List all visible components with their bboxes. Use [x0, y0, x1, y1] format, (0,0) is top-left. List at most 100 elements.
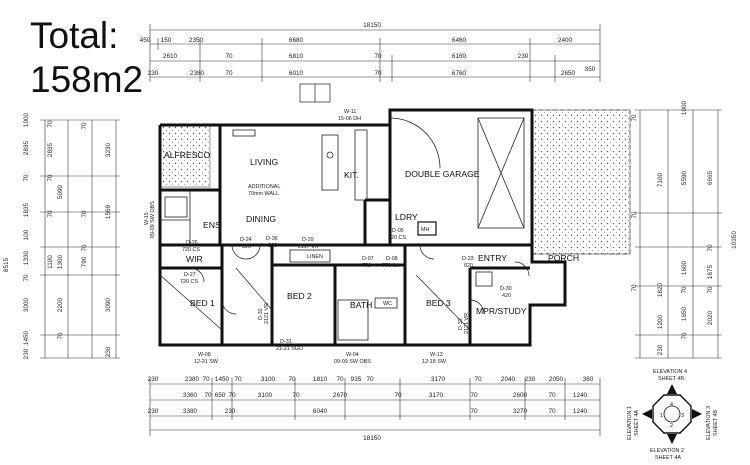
- dim-label: 230: [148, 408, 159, 415]
- door-code: D-26: [186, 240, 198, 246]
- door-spec: 770: [362, 263, 371, 269]
- dim-label: 1330: [23, 250, 30, 265]
- dim-label: 70: [47, 210, 54, 218]
- right-dimensions: 70 7100 70 1820 70 1200 230 1000 5590 16…: [631, 100, 738, 359]
- dim-label: 70: [225, 53, 233, 60]
- dim-label: 230: [657, 344, 664, 355]
- room-bed3: BED 3: [426, 298, 451, 308]
- room-kitchen: KIT.: [344, 170, 359, 180]
- window-codes: W-11 15-06 DH W-08 12-21 SW W-04 09-09 S…: [144, 109, 447, 365]
- dim-label: 360: [583, 376, 594, 383]
- dim-label: 230: [23, 348, 30, 359]
- elevation-arrow-east: [692, 409, 702, 419]
- door-spec: 820 CS: [388, 235, 406, 241]
- door-codes: D-26 720 CS D-27 720 CS D-24 820 D-36 82…: [180, 228, 512, 352]
- door-spec: 720 CS: [182, 247, 200, 253]
- dim-label: 2200: [57, 297, 64, 312]
- dim-label: 2610: [163, 53, 178, 60]
- dim-label: 5090: [57, 184, 64, 199]
- door-spec: 420: [502, 293, 511, 299]
- driveway-hatch: [531, 109, 631, 255]
- dim-label: 2670: [333, 392, 348, 399]
- door-spec: 2121 VR: [264, 303, 270, 324]
- left-overall-dim: 8515: [3, 257, 10, 272]
- window-code: W-15: [144, 212, 150, 225]
- window-code: W-08: [198, 352, 211, 358]
- dim-label: 1835: [23, 202, 30, 217]
- room-labels: ALFRESCO LIVING KIT. DOUBLE GARAGE DININ…: [164, 150, 579, 316]
- dim-label: 1569: [105, 204, 112, 219]
- dim-label: 6760: [452, 70, 467, 77]
- dim-label: 1450: [23, 330, 30, 345]
- dim-label: 70: [631, 211, 638, 219]
- dim-label: 935: [351, 376, 362, 383]
- room-porch: PORCH: [548, 253, 579, 263]
- top-overall-dim: 18150: [363, 22, 381, 29]
- door-spec: 820: [268, 243, 277, 249]
- dim-label: 70: [47, 120, 54, 128]
- elevation-1-label: ELEVATION 1: [627, 406, 633, 440]
- dim-label: 450: [140, 37, 151, 44]
- dim-label: 150: [161, 37, 172, 44]
- dim-label: 3100: [261, 376, 276, 383]
- dim-label: 70: [202, 376, 210, 383]
- dim-label: 2400: [558, 37, 573, 44]
- door-code: D-36: [266, 236, 278, 242]
- dim-label: 230: [105, 346, 112, 357]
- elevation-number: 2: [670, 423, 673, 429]
- elevation-key: 4 2 1 3 ELEVATION 4 SHEET 4B ELEVATION 2…: [627, 369, 719, 461]
- linen-label: LINEN: [307, 254, 323, 260]
- elevation-arrow-west: [642, 409, 652, 419]
- dim-label: 1650: [681, 306, 688, 321]
- dim-label: 1600: [681, 260, 688, 275]
- door-code: D-31: [280, 339, 292, 345]
- garage-roof-lines: [389, 117, 525, 229]
- dim-label: 70: [23, 174, 30, 182]
- room-living: LIVING: [250, 157, 278, 167]
- dim-label: 6040: [313, 408, 328, 415]
- dim-label: 70: [47, 174, 54, 182]
- alfresco-hatch: [159, 124, 211, 188]
- dim-label: 70: [234, 376, 242, 383]
- door-spec: 2121 VR: [464, 313, 470, 334]
- window-spec: 09-09 SW OBS: [150, 201, 156, 238]
- elevation-octagon: [652, 394, 692, 434]
- bottom-dimensions: 230 2380 70 1450 70 3100 70 1810 70 935 …: [148, 376, 601, 442]
- door-code: D-08: [386, 256, 398, 262]
- dim-label: 6665: [707, 170, 714, 185]
- dim-label: 1100: [47, 255, 54, 269]
- door-spec: 2117 VR: [298, 244, 319, 250]
- dim-label: 70: [470, 408, 478, 415]
- dim-label: 70: [228, 392, 236, 399]
- dim-label: 650: [215, 392, 226, 399]
- elevation-4-sheet: SHEET 4B: [658, 376, 684, 382]
- door-spec: 770 lkh: [382, 263, 399, 269]
- elevation-arrow-north: [667, 384, 677, 394]
- dim-label: 3170: [429, 392, 444, 399]
- dim-label: 3100: [258, 392, 273, 399]
- dim-label: 70: [81, 210, 88, 218]
- dim-label: 6810: [289, 53, 304, 60]
- dim-label: 2835: [47, 142, 54, 157]
- elevation-1-sheet: SHEET 4A: [634, 410, 640, 436]
- dim-label: 230: [148, 70, 159, 77]
- dim-label: 70: [204, 392, 212, 399]
- window-spec: 09-09 SW OBS: [334, 359, 371, 365]
- window-code: W-11: [344, 109, 356, 115]
- dim-label: 70: [225, 70, 233, 77]
- dim-label: 230: [518, 53, 529, 60]
- door-code: D-27: [184, 272, 196, 278]
- dim-label: 2650: [561, 70, 576, 77]
- door-code: D-30: [500, 286, 512, 292]
- dim-label: 3360: [183, 392, 198, 399]
- additional-wall-note: ADDITIONAL: [248, 184, 280, 190]
- dim-label: 3230: [105, 142, 112, 157]
- dim-label: 70: [366, 376, 374, 383]
- dim-label: 1820: [657, 282, 664, 297]
- elevation-2-label: ELEVATION 2: [650, 448, 684, 454]
- door-swings: [159, 244, 530, 331]
- window-spec: 12-18 SW: [422, 359, 447, 365]
- room-ensuite: ENS: [203, 220, 221, 230]
- top-dimensions: 18150 450 150 2350 6680 6460 2400 2610 7…: [140, 22, 601, 82]
